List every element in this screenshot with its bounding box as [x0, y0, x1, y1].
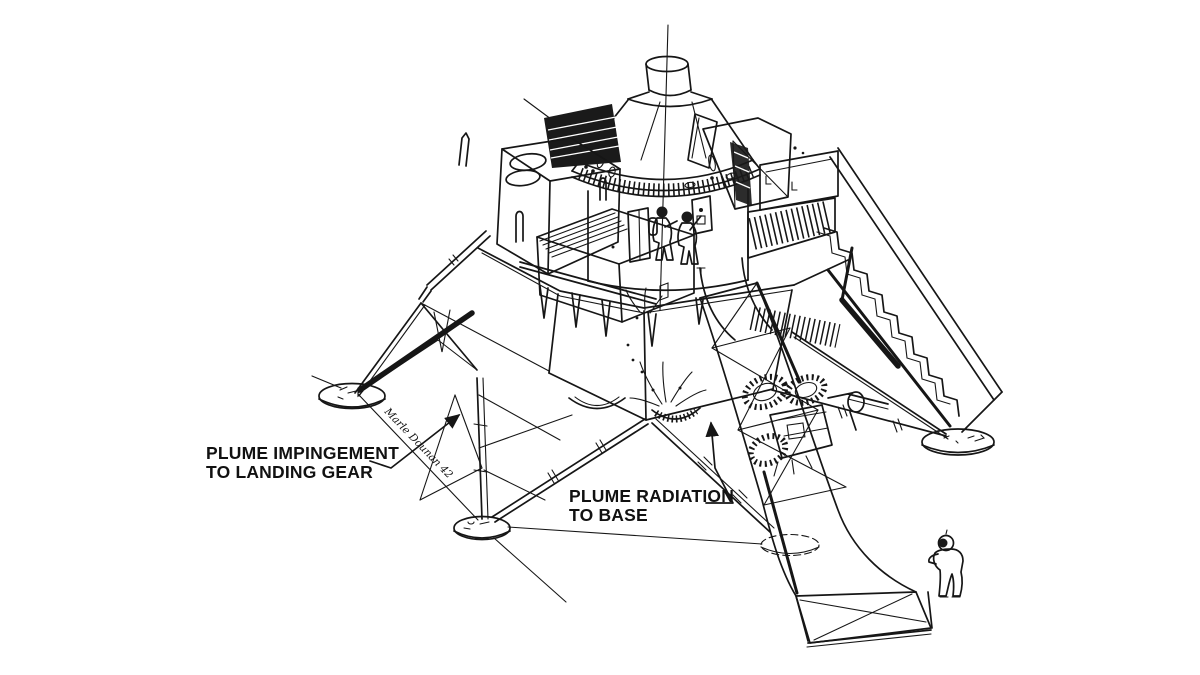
footpad-left [311, 375, 386, 410]
landing-leg-front [419, 377, 649, 523]
footpad-front [453, 515, 511, 541]
open-bin [759, 150, 839, 211]
cargo-ramp [699, 281, 933, 648]
plume-radiation-label-line1: PLUME RADIATION [569, 486, 734, 506]
plume-splash-base [629, 361, 707, 407]
plume-impingement-label-line1: PLUME IMPINGEMENT [206, 443, 399, 463]
plume-impingement-label-line2: TO LANDING GEAR [206, 462, 373, 482]
landing-leg-left [354, 230, 550, 397]
engine-nozzles [568, 396, 701, 423]
landing-leg-right [771, 331, 949, 440]
callout-plume-radiation: PLUME RADIATION TO BASE [569, 421, 734, 525]
radiator-panel [747, 197, 836, 259]
centerline [659, 24, 669, 311]
landing-leg-rear [651, 418, 775, 533]
tank-box [496, 137, 621, 275]
callout-plume-impingement: PLUME IMPINGEMENT TO LANDING GEAR [206, 413, 461, 482]
astronaut-on-surface [928, 529, 964, 598]
louvered-panel [544, 104, 621, 168]
equipment-box [519, 208, 706, 347]
astronauts-on-deck [627, 195, 713, 265]
plume-radiation-leader [705, 421, 734, 504]
plume-radiation-label-line2: TO BASE [569, 505, 648, 525]
footpad-rear [760, 533, 820, 557]
staircase [816, 147, 1003, 433]
ramp-attach-arms [699, 257, 841, 348]
plume-impingement-leader [369, 413, 461, 469]
lunar-rover [741, 373, 865, 477]
deck-post [458, 132, 470, 167]
ground-lines [357, 393, 763, 603]
footpad-right [921, 428, 995, 456]
